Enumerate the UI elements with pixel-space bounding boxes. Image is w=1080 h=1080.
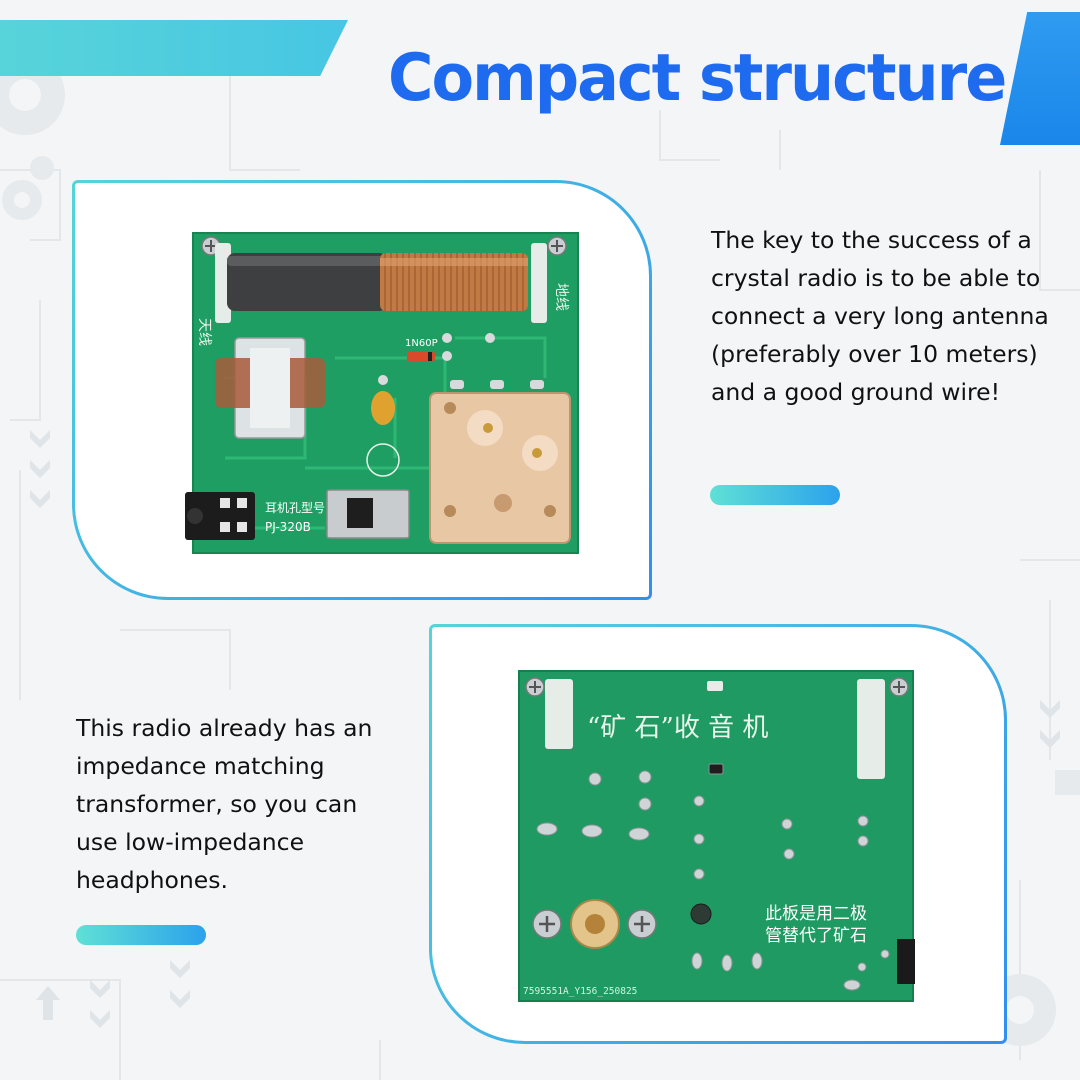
jack-model-label: 耳机孔型号 xyxy=(265,501,325,515)
feature-card-bottom: “矿 石”收 音 机 xyxy=(429,624,1007,1044)
antenna-label: 天线 xyxy=(196,318,212,346)
board-note-line-2: 管替代了矿石 xyxy=(765,926,867,946)
board-serial-label: 7595551A_Y156_250825 xyxy=(523,986,637,997)
board-title-label: “矿 石”收 音 机 xyxy=(587,713,768,743)
capacitor xyxy=(371,391,395,425)
accent-pill-1 xyxy=(710,485,840,505)
tuning-capacitor xyxy=(429,380,571,544)
ground-label: 地线 xyxy=(553,283,569,311)
feature-card-top: 天线 地线 1N60P xyxy=(72,180,652,600)
page-title: Compact structure xyxy=(388,39,1007,116)
header-accent-left xyxy=(0,20,348,76)
feature-2-text: This radio already has an impedance matc… xyxy=(76,714,373,894)
crystal-radio-board-back-image: “矿 石”收 音 机 xyxy=(518,670,915,1002)
crystal-radio-board-front-image: 天线 地线 1N60P xyxy=(185,232,579,554)
jack-part-label: PJ-320B xyxy=(265,520,311,534)
board-note-line-1: 此板是用二极 xyxy=(765,904,867,924)
accent-pill-2 xyxy=(76,925,206,945)
feature-1-text: The key to the success of a crystal radi… xyxy=(711,226,1049,406)
diode-label: 1N60P xyxy=(405,338,438,349)
